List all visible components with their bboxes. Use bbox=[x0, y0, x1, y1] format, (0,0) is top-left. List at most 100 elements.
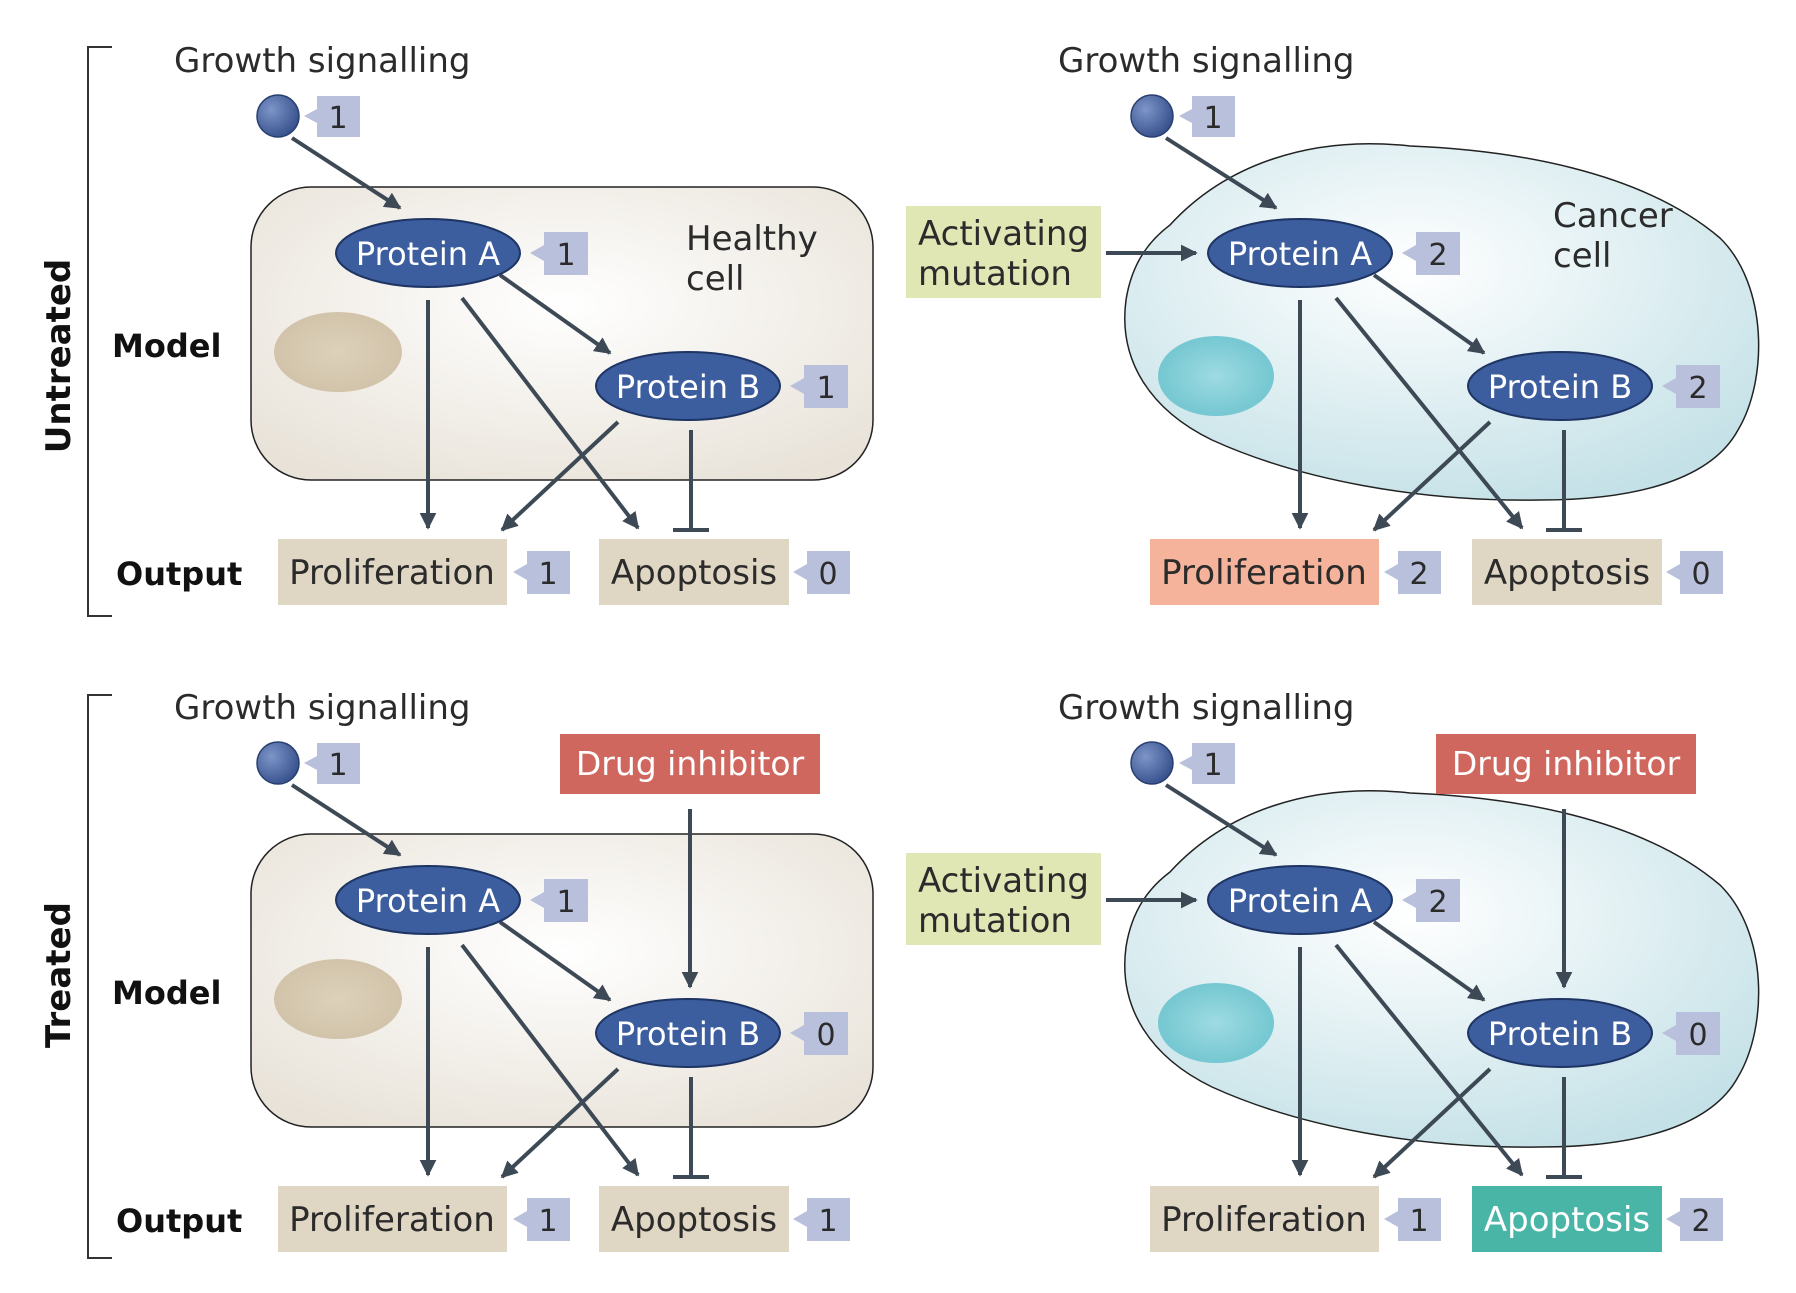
treated-bracket bbox=[87, 694, 112, 1259]
arrow-a-to-b bbox=[498, 273, 612, 355]
svg-text:1: 1 bbox=[1409, 1204, 1428, 1239]
proliferation-label: Proliferation bbox=[289, 553, 495, 593]
model-label: Model bbox=[112, 974, 221, 1012]
nucleus bbox=[1158, 336, 1274, 416]
svg-text:1: 1 bbox=[816, 371, 835, 406]
protein-b-node bbox=[595, 998, 781, 1068]
apoptosis-box bbox=[1472, 1186, 1662, 1252]
arrow-b-to-proliferation bbox=[500, 420, 620, 532]
protein-b-label: Protein B bbox=[1488, 1015, 1632, 1053]
protein-b-value-tag: 0 bbox=[790, 1012, 848, 1055]
protein-b-value-tag: 0 bbox=[1662, 1012, 1720, 1055]
svg-text:2: 2 bbox=[1691, 1204, 1710, 1239]
arrow-a-to-b bbox=[498, 920, 612, 1002]
svg-text:1: 1 bbox=[818, 1204, 837, 1239]
svg-text:2: 2 bbox=[1428, 885, 1447, 920]
protein-a-node bbox=[1207, 865, 1393, 935]
svg-text:1: 1 bbox=[538, 1204, 557, 1239]
apoptosis-label: Apoptosis bbox=[1484, 553, 1650, 593]
apoptosis-label: Apoptosis bbox=[611, 553, 777, 593]
signal-value-tag: 1 bbox=[1179, 96, 1235, 137]
inhibit-b-to-apoptosis bbox=[673, 1077, 709, 1179]
protein-a-node bbox=[335, 865, 521, 935]
apoptosis-label: Apoptosis bbox=[611, 1200, 777, 1240]
arrow-signal-to-a bbox=[290, 136, 402, 210]
activating-mutation-box bbox=[906, 853, 1101, 945]
protein-b-node bbox=[595, 351, 781, 421]
arrow-b-to-proliferation bbox=[1372, 1067, 1492, 1179]
growth-signalling-label: Growth signalling bbox=[174, 688, 470, 728]
protein-a-value-tag: 1 bbox=[530, 879, 588, 922]
proliferation-box bbox=[1150, 539, 1379, 605]
model-label: Model bbox=[112, 327, 221, 365]
apoptosis-value-tag: 1 bbox=[793, 1198, 850, 1241]
growth-signal-molecule bbox=[1130, 741, 1174, 785]
arrow-b-to-proliferation bbox=[500, 1067, 620, 1179]
svg-text:1: 1 bbox=[328, 101, 347, 136]
protein-a-node bbox=[1207, 218, 1393, 288]
growth-signal-molecule bbox=[256, 94, 300, 138]
panel-treated-healthy: Model Output Growth signalling 1 Drug in… bbox=[112, 688, 874, 1252]
nucleus bbox=[1158, 983, 1274, 1063]
protein-a-value-tag: 2 bbox=[1402, 879, 1460, 922]
protein-b-label: Protein B bbox=[616, 1015, 760, 1053]
inhibit-b-to-apoptosis bbox=[1546, 430, 1582, 532]
apoptosis-value-tag: 2 bbox=[1666, 1198, 1723, 1241]
untreated-bracket bbox=[87, 46, 112, 617]
proliferation-label: Proliferation bbox=[1161, 553, 1367, 593]
arrow-signal-to-a bbox=[1164, 136, 1278, 210]
apoptosis-label: Apoptosis bbox=[1484, 1200, 1650, 1240]
svg-text:2: 2 bbox=[1428, 238, 1447, 273]
arrow-a-to-b bbox=[1372, 273, 1486, 355]
protein-a-value-tag: 2 bbox=[1402, 232, 1460, 275]
protein-a-value-tag: 1 bbox=[530, 232, 588, 275]
protein-a-label: Protein A bbox=[356, 882, 500, 920]
proliferation-value-tag: 1 bbox=[1384, 1198, 1441, 1241]
protein-a-node bbox=[335, 218, 521, 288]
growth-signalling-label: Growth signalling bbox=[174, 41, 470, 81]
apoptosis-value-tag: 0 bbox=[1666, 551, 1723, 594]
growth-signal-molecule bbox=[256, 741, 300, 785]
signal-value-tag: 1 bbox=[1179, 743, 1235, 784]
apoptosis-box bbox=[1472, 539, 1662, 605]
output-label: Output bbox=[116, 1202, 242, 1240]
svg-text:2: 2 bbox=[1409, 557, 1428, 592]
activating-mutation-box bbox=[906, 206, 1101, 298]
nucleus bbox=[274, 959, 402, 1039]
protein-b-node bbox=[1467, 351, 1653, 421]
protein-a-label: Protein A bbox=[356, 235, 500, 273]
svg-text:1: 1 bbox=[556, 885, 575, 920]
proliferation-box bbox=[1150, 1186, 1379, 1252]
protein-b-label: Protein B bbox=[616, 368, 760, 406]
svg-text:0: 0 bbox=[1691, 557, 1710, 592]
signal-value-tag: 1 bbox=[304, 96, 360, 137]
nucleus bbox=[274, 312, 402, 392]
protein-b-value-tag: 2 bbox=[1662, 365, 1720, 408]
drug-inhibitor-box bbox=[560, 734, 820, 794]
untreated-row-label: Untreated bbox=[39, 259, 79, 454]
proliferation-label: Proliferation bbox=[1161, 1200, 1367, 1240]
growth-signal-molecule bbox=[1130, 94, 1174, 138]
proliferation-box bbox=[278, 1186, 507, 1252]
apoptosis-value-tag: 0 bbox=[793, 551, 850, 594]
svg-text:1: 1 bbox=[1203, 748, 1222, 783]
proliferation-value-tag: 2 bbox=[1384, 551, 1441, 594]
signal-value-tag: 1 bbox=[304, 743, 360, 784]
drug-inhibitor-label: Drug inhibitor bbox=[576, 744, 805, 783]
protein-a-label: Protein A bbox=[1228, 882, 1372, 920]
svg-text:0: 0 bbox=[1688, 1018, 1707, 1053]
proliferation-value-tag: 1 bbox=[513, 1198, 570, 1241]
proliferation-value-tag: 1 bbox=[513, 551, 570, 594]
protein-b-label: Protein B bbox=[1488, 368, 1632, 406]
arrow-a-to-apoptosis bbox=[460, 296, 640, 530]
arrow-b-to-proliferation bbox=[1372, 420, 1492, 532]
proliferation-label: Proliferation bbox=[289, 1200, 495, 1240]
protein-b-value-tag: 1 bbox=[790, 365, 848, 408]
